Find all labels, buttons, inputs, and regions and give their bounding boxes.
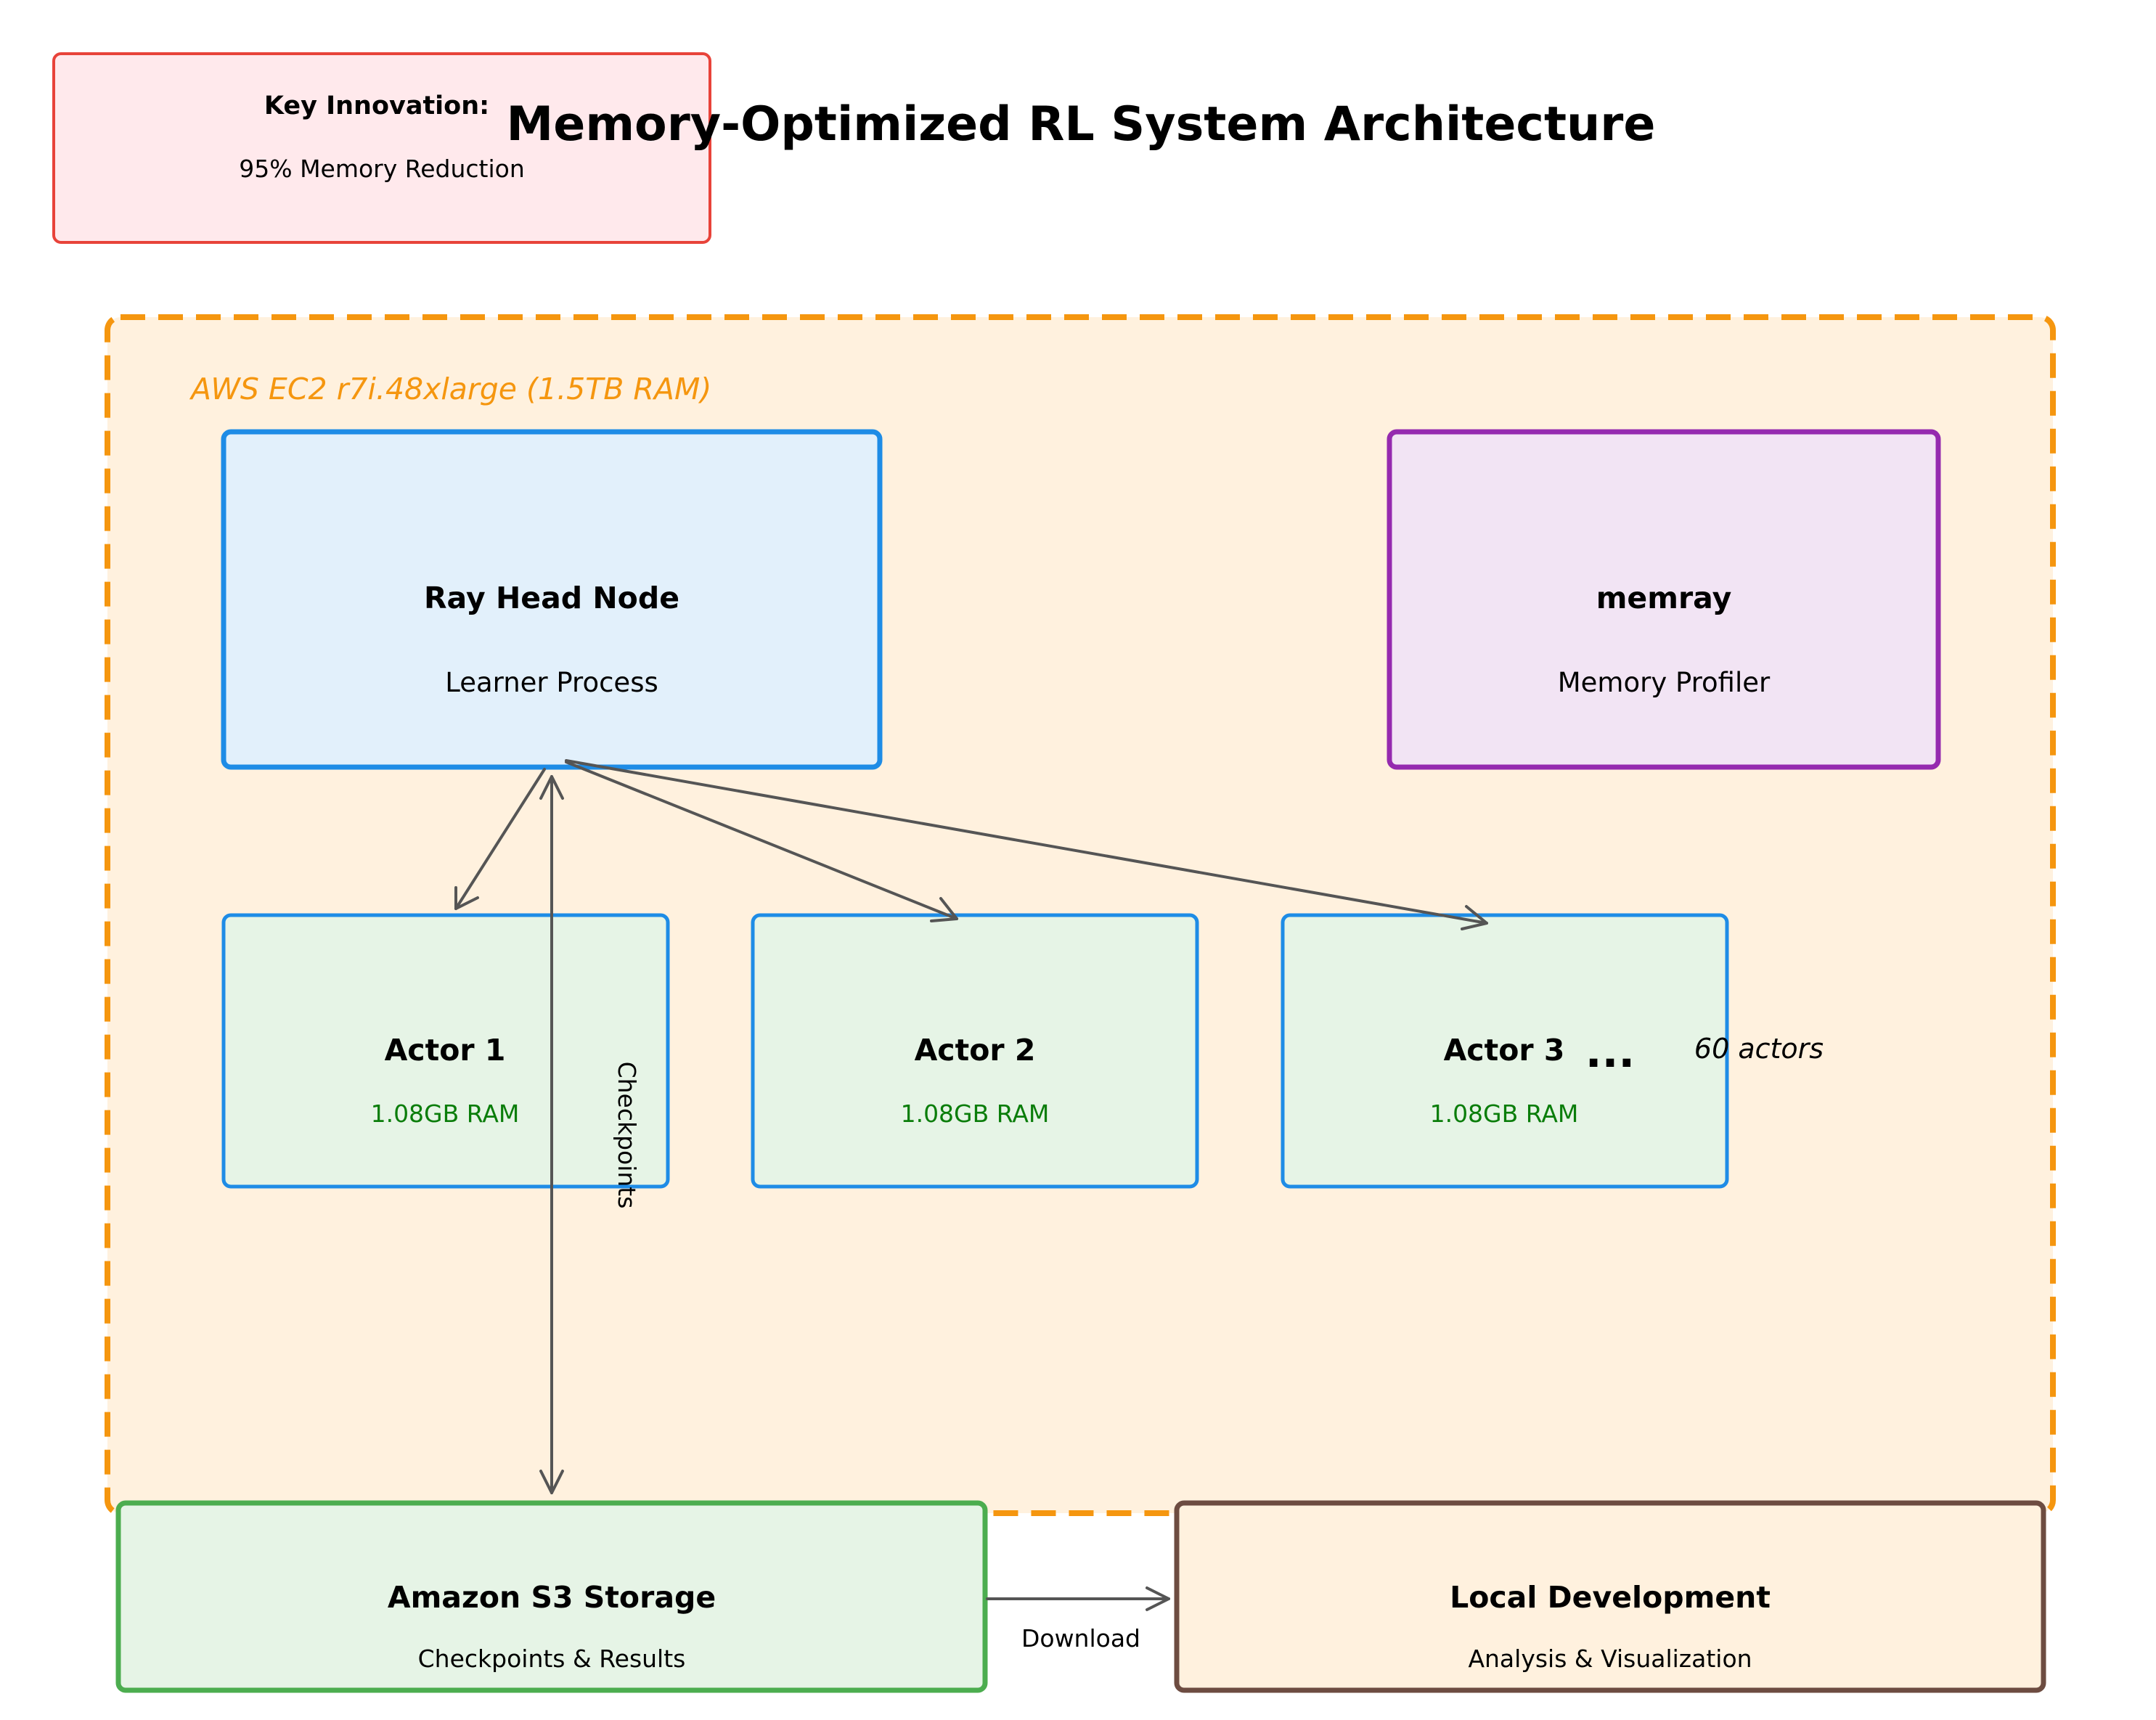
actor-1-box [221, 913, 670, 1189]
key-innovation-detail: 95% Memory Reduction [239, 155, 525, 183]
actor-2-box [751, 913, 1199, 1189]
head-to-actor-2-arrow [565, 761, 958, 922]
head-to-actor-1-arrow [454, 768, 546, 910]
memray-title: memray [1596, 581, 1732, 615]
checkpoints-label: Checkpoints [613, 1062, 641, 1209]
actor-2-ram: 1.08GB RAM [901, 1099, 1050, 1128]
actor-1-ram: 1.08GB RAM [371, 1099, 520, 1128]
actor-3-box [1281, 913, 1729, 1189]
ray-head-node-subtitle: Learner Process [445, 667, 658, 698]
checkpoints-arrow [539, 775, 564, 1494]
memray-subtitle: Memory Profiler [1558, 667, 1771, 698]
s3-storage-box [115, 1500, 988, 1693]
ray-head-node-box [221, 429, 883, 770]
local-development-box [1174, 1500, 2046, 1693]
s3-storage-title: Amazon S3 Storage [388, 1580, 716, 1615]
download-arrow [986, 1586, 1170, 1611]
actor-3-title: Actor 3 [1444, 1033, 1565, 1068]
head-to-actor-3-arrow [565, 759, 1488, 930]
local-development-title: Local Development [1450, 1580, 1771, 1615]
memray-box [1387, 429, 1941, 770]
actor-1-title: Actor 1 [385, 1033, 506, 1068]
actor-3-ram: 1.08GB RAM [1430, 1099, 1579, 1128]
actor-2-title: Actor 2 [915, 1033, 1036, 1068]
key-innovation-heading: Key Innovation: [264, 91, 489, 120]
more-actors-ellipsis: ... [1585, 1027, 1635, 1078]
s3-storage-subtitle: Checkpoints & Results [418, 1645, 686, 1673]
page-title: Memory-Optimized RL System Architecture [507, 97, 1656, 152]
actor-count-label: 60 actors [1694, 1033, 1824, 1065]
ray-head-node-title: Ray Head Node [424, 581, 679, 615]
local-development-subtitle: Analysis & Visualization [1468, 1645, 1752, 1673]
download-label: Download [1021, 1624, 1140, 1653]
key-innovation-box [52, 52, 711, 244]
aws-ec2-label: AWS EC2 r7i.48xlarge (1.5TB RAM) [189, 372, 711, 406]
